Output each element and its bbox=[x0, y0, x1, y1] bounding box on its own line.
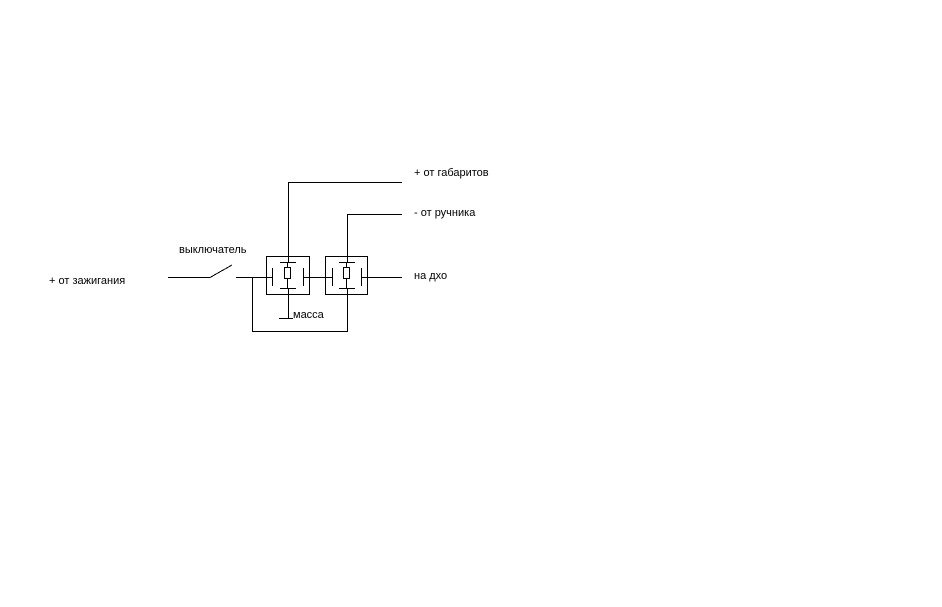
parking-lights-label: + от габаритов bbox=[414, 167, 489, 179]
ignition-label: + от зажигания bbox=[49, 275, 125, 287]
switch-contact bbox=[209, 264, 233, 278]
ground-wire bbox=[279, 289, 293, 319]
relay-1 bbox=[266, 256, 310, 295]
handbrake-wire bbox=[347, 214, 402, 262]
handbrake-label: - от ручника bbox=[414, 207, 476, 219]
drl-label: на дхо bbox=[414, 270, 447, 282]
relay-2 bbox=[325, 256, 368, 295]
bottom-loop-wire bbox=[252, 277, 348, 332]
switch-label: выключатель bbox=[179, 244, 247, 256]
ground-label: масса bbox=[293, 309, 325, 321]
parking-lights-wire bbox=[288, 182, 402, 262]
